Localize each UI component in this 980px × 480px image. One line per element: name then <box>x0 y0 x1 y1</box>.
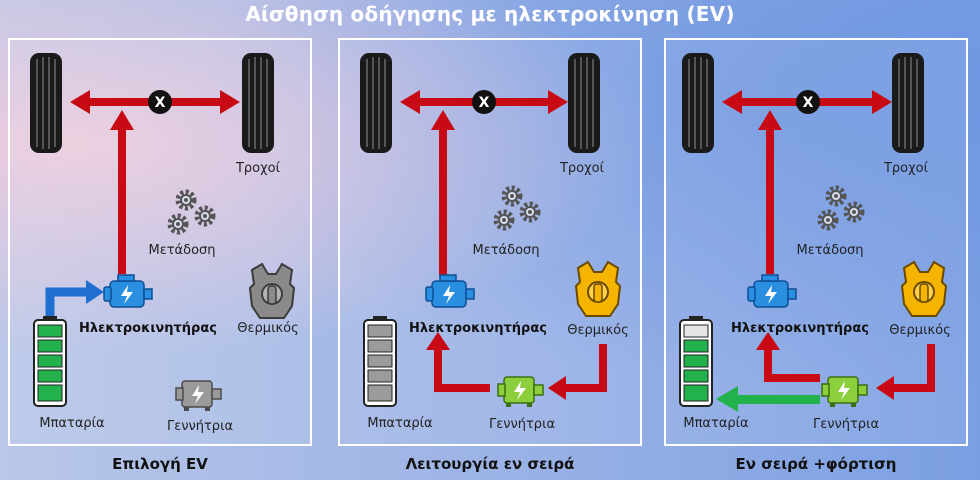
generator-label: Γεννήτρια <box>167 419 233 434</box>
transmission-label: Μετάδοση <box>796 243 863 258</box>
panel-2-graphics: X <box>359 52 621 408</box>
clutch-symbol: X <box>479 95 490 111</box>
battery-label: Μπαταρία <box>367 416 432 431</box>
generator-to-motor-arrow <box>756 332 820 382</box>
wheels-label: Τροχοί <box>559 161 605 176</box>
page-title: Αίσθηση οδήγησης με ηλεκτροκίνηση (EV) <box>245 2 735 26</box>
panel-3-graphics: X <box>679 52 947 412</box>
electric-motor-icon[interactable] <box>103 274 153 308</box>
wheels-label: Τροχοί <box>235 161 281 176</box>
wheels-label: Τροχοί <box>883 161 929 176</box>
right-wheel-icon <box>891 52 925 154</box>
transmission-gear-icon <box>820 188 862 228</box>
motor-drive-arrow <box>110 110 134 274</box>
engine-label: Θερμικός <box>237 321 298 336</box>
engine-label: Θερμικός <box>567 323 628 338</box>
generator-inactive-icon[interactable] <box>175 380 222 412</box>
motor-label: Ηλεκτροκινητήρας <box>731 321 869 336</box>
battery-full-icon <box>33 316 67 407</box>
panel-1-graphics: X <box>29 52 295 412</box>
battery-charging-icon <box>679 316 713 407</box>
generator-to-motor-arrow <box>426 332 490 392</box>
right-wheel-icon <box>241 52 275 154</box>
engine-active-icon[interactable] <box>901 261 947 317</box>
motor-drive-arrow <box>758 110 782 274</box>
transmission-gear-icon <box>496 188 538 228</box>
panel-caption-series-charging: Εν σειρά +φόρτιση <box>735 455 897 473</box>
battery-empty-icon <box>363 316 397 407</box>
generator-active-icon[interactable] <box>497 376 544 408</box>
electric-motor-icon[interactable] <box>747 274 797 308</box>
generator-active-icon[interactable] <box>821 376 868 408</box>
generator-label: Γεννήτρια <box>813 417 879 432</box>
battery-to-motor-arrow <box>45 280 104 316</box>
motor-drive-arrow <box>431 110 455 276</box>
battery-label: Μπαταρία <box>39 416 104 431</box>
engine-label: Θερμικός <box>889 323 950 338</box>
generator-label: Γεννήτρια <box>489 417 555 432</box>
left-wheel-icon <box>681 52 715 154</box>
transmission-label: Μετάδοση <box>472 243 539 258</box>
right-wheel-icon <box>567 52 601 154</box>
clutch-symbol: X <box>803 95 814 111</box>
panel-caption-series: Λειτουργία εν σειρά <box>405 455 575 473</box>
transmission-label: Μετάδοση <box>148 243 215 258</box>
transmission-gear-icon <box>170 192 213 232</box>
engine-to-generator-arrow <box>876 344 935 400</box>
left-wheel-icon <box>29 52 63 154</box>
engine-to-generator-arrow <box>548 344 607 400</box>
battery-label: Μπαταρία <box>683 416 748 431</box>
panel-caption-ev: Επιλογή EV <box>112 455 208 473</box>
motor-label: Ηλεκτροκινητήρας <box>409 321 547 336</box>
electric-motor-icon[interactable] <box>425 274 475 308</box>
generator-to-battery-arrow <box>716 386 820 412</box>
engine-active-icon[interactable] <box>575 261 621 317</box>
motor-label: Ηλεκτροκινητήρας <box>79 321 217 336</box>
clutch-symbol: X <box>155 95 166 111</box>
engine-inactive-icon[interactable] <box>249 263 295 319</box>
left-wheel-icon <box>359 52 393 154</box>
